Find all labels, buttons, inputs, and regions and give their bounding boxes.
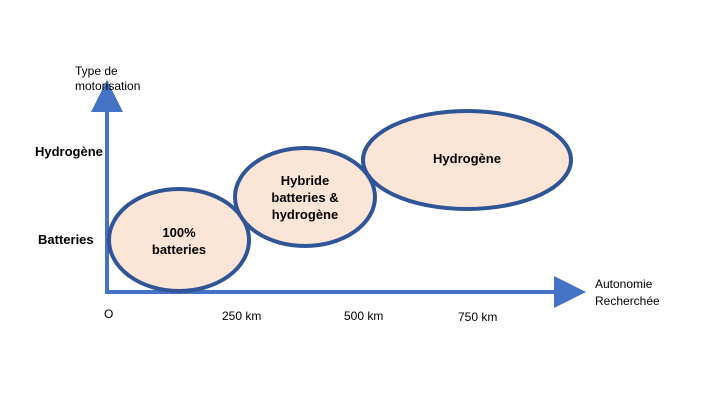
x-tick-origin: O	[104, 307, 114, 321]
x-tick-500: 500 km	[344, 309, 384, 323]
x-tick-250: 250 km	[222, 309, 262, 323]
region-ellipse-batteries	[107, 187, 251, 293]
region-label-line: batteries	[151, 242, 207, 257]
y-category-hydrogene: Hydrogène	[35, 144, 103, 159]
y-axis-title-line2: motorisation	[75, 79, 141, 93]
y-category-batteries: Batteries	[38, 232, 94, 247]
region-ellipse-hydrogene	[361, 109, 573, 211]
region-label-line: 100%	[162, 225, 196, 240]
region-label-hydrogene: Hydrogène	[412, 150, 522, 167]
x-axis-title-line1: Autonomie	[595, 277, 653, 291]
x-axis-title-line2: Recherchée	[595, 294, 660, 308]
region-label-line: Hybride	[280, 173, 330, 188]
region-ellipse-hybride	[233, 146, 377, 248]
region-label-hybride: Hybride batteries & hydrogène	[250, 172, 360, 223]
region-label-line: batteries &	[271, 190, 339, 205]
region-label-batteries: 100% batteries	[129, 224, 229, 258]
region-label-line: hydrogène	[271, 207, 339, 222]
region-label-line: Hydrogène	[433, 151, 501, 166]
y-axis-title-line1: Type de	[75, 64, 118, 78]
x-tick-750: 750 km	[458, 310, 498, 324]
